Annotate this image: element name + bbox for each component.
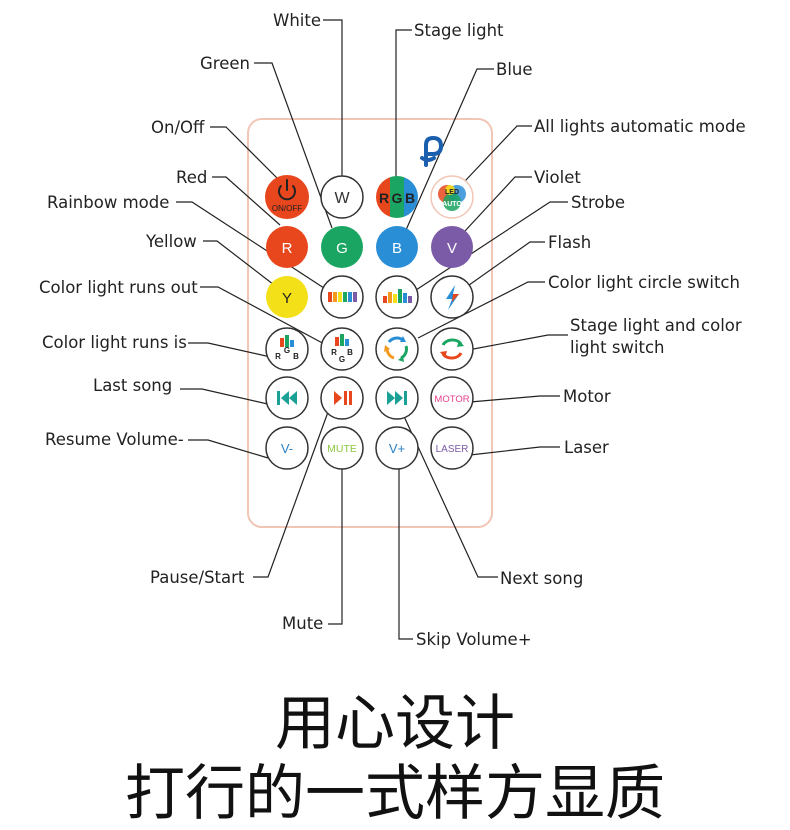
- label-circle-switch: Color light circle switch: [548, 273, 740, 292]
- motor-button-label: MOTOR: [434, 394, 469, 405]
- led-auto-line1: LED: [445, 189, 459, 196]
- mute-button-label: MUTE: [327, 443, 357, 455]
- label-stage-color-2: light switch: [570, 338, 665, 357]
- label-on-off: On/Off: [151, 118, 205, 137]
- label-rainbow: Rainbow mode: [47, 193, 169, 212]
- runs-out-g: G: [339, 355, 345, 364]
- green-button-label: G: [336, 240, 348, 257]
- section-heading: 用心设计: [275, 689, 515, 759]
- label-violet: Violet: [534, 168, 581, 187]
- section-subheading: 打行的一式样方显质: [125, 759, 665, 829]
- label-blue: Blue: [496, 60, 533, 79]
- last-song-button[interactable]: [265, 376, 309, 420]
- previous-icon: [277, 391, 297, 405]
- mute-button[interactable]: MUTE: [320, 426, 364, 470]
- next-icon: [387, 391, 407, 405]
- flash-button[interactable]: [430, 275, 474, 319]
- rgb-g-letter: G: [392, 190, 403, 206]
- volume-down-label: V-: [281, 441, 293, 456]
- label-all-lights-auto: All lights automatic mode: [534, 117, 746, 136]
- power-icon: [278, 179, 296, 201]
- label-white: White: [273, 11, 321, 30]
- led-auto-line2: AUTO: [442, 201, 462, 208]
- runs-out-b: B: [347, 348, 353, 357]
- volume-up-label: V+: [389, 441, 405, 456]
- label-stage-light: Stage light: [414, 21, 504, 40]
- label-resume-volume: Resume Volume-: [45, 430, 184, 449]
- label-laser: Laser: [564, 438, 609, 457]
- yellow-button-label: Y: [282, 290, 292, 307]
- label-stage-color-1: Stage light and color: [570, 316, 742, 335]
- label-next-song: Next song: [500, 569, 583, 588]
- label-mute: Mute: [282, 614, 323, 633]
- runs-out-r: R: [331, 348, 337, 357]
- laser-button-label: LASER: [436, 444, 469, 455]
- remote-diagram: White Stage light Green Blue On/Off All …: [39, 11, 746, 649]
- white-button-label: W: [334, 190, 350, 207]
- motor-button[interactable]: MOTOR: [430, 376, 474, 420]
- blue-button[interactable]: B: [376, 226, 418, 268]
- remote-body: [247, 118, 493, 528]
- runs-is-button[interactable]: R G B: [265, 327, 309, 371]
- pause-start-button[interactable]: [320, 376, 364, 420]
- red-button[interactable]: R: [266, 226, 308, 268]
- label-last-song: Last song: [93, 376, 172, 395]
- next-song-button[interactable]: [375, 376, 419, 420]
- rgb-bars-icon: [335, 334, 349, 346]
- circle-switch-button[interactable]: [375, 327, 419, 371]
- label-red: Red: [176, 168, 207, 187]
- rainbow-button[interactable]: [320, 275, 364, 319]
- runs-is-g: G: [284, 346, 290, 355]
- label-yellow: Yellow: [145, 232, 197, 251]
- volume-down-button[interactable]: V-: [265, 426, 309, 470]
- label-strobe: Strobe: [571, 193, 625, 212]
- rgb-b-letter: B: [405, 190, 415, 206]
- label-runs-is: Color light runs is: [42, 333, 187, 352]
- red-button-label: R: [282, 240, 293, 257]
- label-pause-start: Pause/Start: [150, 568, 245, 587]
- volume-up-button[interactable]: V+: [375, 426, 419, 470]
- label-skip-volume: Skip Volume+: [416, 630, 532, 649]
- label-flash: Flash: [548, 233, 591, 252]
- green-button[interactable]: G: [321, 226, 363, 268]
- rgb-stage-light-button[interactable]: R G B: [376, 176, 418, 218]
- play-pause-icon: [334, 391, 352, 405]
- label-runs-out: Color light runs out: [39, 278, 198, 297]
- blue-button-label: B: [392, 240, 402, 257]
- label-green: Green: [200, 54, 250, 73]
- violet-button[interactable]: V: [431, 226, 473, 268]
- strobe-button[interactable]: [375, 275, 419, 319]
- brand-logo: [420, 135, 444, 167]
- laser-button[interactable]: LASER: [430, 426, 474, 470]
- rainbow-bars-icon: [328, 292, 357, 302]
- rgb-bars-icon: [280, 335, 294, 347]
- label-motor: Motor: [563, 387, 611, 406]
- white-button[interactable]: W: [320, 175, 364, 219]
- yellow-button[interactable]: Y: [266, 276, 308, 318]
- bar-chart-icon: [383, 289, 412, 303]
- on-off-button[interactable]: ON/OFF: [265, 175, 309, 219]
- violet-button-label: V: [447, 240, 457, 257]
- stage-color-switch-button[interactable]: [430, 327, 474, 371]
- lightning-icon: [446, 285, 459, 310]
- runs-out-button[interactable]: R B G: [320, 327, 364, 371]
- runs-is-b: B: [293, 352, 299, 361]
- leader-lines: [176, 19, 568, 640]
- on-off-caption: ON/OFF: [272, 204, 302, 213]
- led-auto-button[interactable]: LED AUTO: [430, 175, 474, 219]
- runs-is-r: R: [275, 352, 281, 361]
- rgb-r-letter: R: [379, 190, 389, 206]
